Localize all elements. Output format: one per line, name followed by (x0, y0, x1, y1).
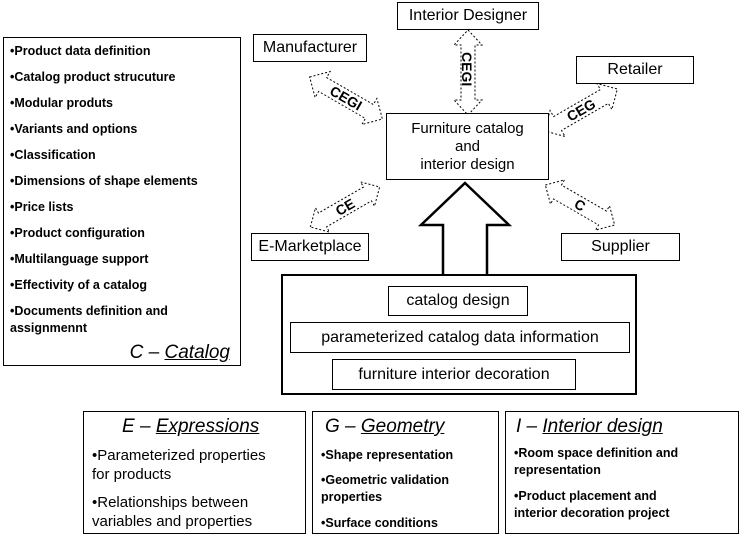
interior-title-prefix: I – (516, 416, 543, 437)
decoration-box: furniture interior decoration (332, 359, 576, 390)
geometry-box: G – Geometry •Shape representation •Geom… (312, 411, 499, 534)
design-box: catalog design parameterized catalog dat… (281, 274, 637, 395)
entity-retailer-label: Retailer (607, 61, 663, 78)
entity-e-marketplace: E-Marketplace (251, 233, 369, 261)
expressions-title-word: Expressions (155, 416, 260, 437)
geometry-item: •Geometric validation (321, 473, 450, 487)
arrow-label-interior-designer: CEGI (459, 52, 475, 86)
entity-manufacturer: Manufacturer (253, 34, 367, 62)
center-line-1: Furniture catalog (411, 119, 524, 137)
expressions-title-prefix: E – (122, 416, 156, 437)
catalog-item: •Variants and options (10, 122, 138, 136)
geometry-item: •Shape representation (321, 448, 454, 462)
catalog-item: •Modular produts (10, 96, 113, 110)
catalog-item: assignmennt (10, 321, 88, 335)
interior-item: •Room space definition and (514, 446, 679, 460)
catalog-item: •Effectivity of a catalog (10, 278, 148, 292)
arrow-e-marketplace: CE (309, 181, 381, 233)
parameterized-label: parameterized catalog data information (321, 328, 599, 346)
arrow-retailer: CEG (544, 82, 618, 138)
catalog-item: •Price lists (10, 200, 74, 214)
interior-title-word: Interior design (542, 416, 663, 437)
interior-item: •Product placement and (514, 489, 657, 503)
catalog-item: •Product configuration (10, 226, 145, 240)
entity-supplier-label: Supplier (591, 238, 650, 255)
catalog-title: C – Catalog (130, 342, 230, 364)
catalog-item: •Dimensions of shape elements (10, 174, 198, 188)
interior-item: representation (514, 463, 601, 477)
catalog-item: •Documents definition and (10, 304, 168, 318)
expressions-item: variables and properties (92, 513, 253, 530)
entity-interior-designer: Interior Designer (397, 2, 539, 30)
catalog-title-word: Catalog (164, 342, 231, 363)
center-line-2: and (454, 137, 481, 155)
catalog-item: •Multilanguage support (10, 252, 149, 266)
catalog-item: •Classification (10, 148, 96, 162)
arrow-supplier: C (544, 179, 616, 231)
arrow-label-manufacturer: CEGI (327, 83, 365, 114)
entity-interior-designer-label: Interior Designer (408, 7, 528, 24)
entity-retailer: Retailer (576, 56, 694, 84)
expressions-item: •Parameterized properties (92, 447, 266, 464)
big-up-arrow (417, 181, 513, 278)
catalog-item: •Catalog product strucuture (10, 70, 176, 84)
interior-design-box: I – Interior design •Room space definiti… (505, 411, 739, 534)
expressions-box: E – Expressions •Parameterized propertie… (83, 411, 306, 534)
arrow-manufacturer: CEGI (309, 70, 383, 126)
arrow-interior-designer: CEGI (452, 29, 484, 116)
expressions-item: •Relationships between (92, 494, 249, 511)
parameterized-box: parameterized catalog data information (290, 322, 630, 353)
entity-manufacturer-label: Manufacturer (262, 39, 358, 56)
geometry-item: properties (321, 490, 383, 504)
entity-e-marketplace-label: E-Marketplace (258, 238, 362, 255)
interior-item: interior decoration project (514, 506, 670, 520)
geometry-title: G – Geometry (325, 416, 444, 438)
center-line-3: interior design (420, 155, 515, 173)
geometry-item: •Surface conditions (321, 516, 438, 530)
catalog-design-box: catalog design (388, 286, 528, 316)
catalog-item: •Product data definition (10, 44, 151, 58)
geometry-title-word: Geometry (360, 416, 445, 437)
catalog-title-prefix: C – (129, 342, 165, 363)
entity-supplier: Supplier (561, 233, 680, 261)
geometry-title-prefix: G – (325, 416, 361, 437)
decoration-label: furniture interior decoration (358, 365, 550, 383)
furniture-catalog-box: Furniture catalog and interior design (386, 113, 549, 180)
interior-title: I – Interior design (516, 416, 663, 438)
catalog-box: •Product data definition •Catalog produc… (3, 37, 241, 366)
catalog-design-label: catalog design (406, 292, 510, 309)
expressions-title: E – Expressions (122, 416, 259, 438)
expressions-item: for products (92, 466, 172, 483)
